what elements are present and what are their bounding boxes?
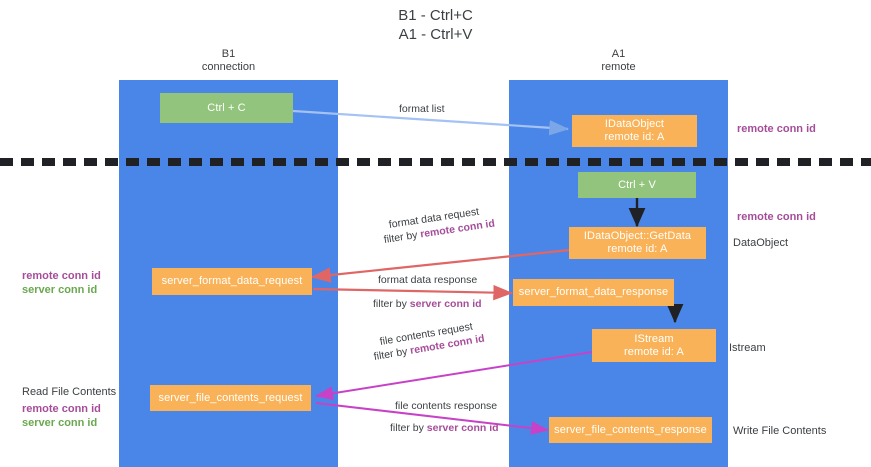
- filter-prefix: filter by: [373, 298, 410, 310]
- box-istream[interactable]: IStream remote id: A: [592, 329, 716, 362]
- caption-format-data-response-filter: filter by server conn id: [373, 298, 482, 311]
- filter-prefix: filter by: [383, 228, 422, 246]
- caption-format-data-response: format data response: [378, 274, 478, 286]
- page-title: B1 - Ctrl+C A1 - Ctrl+V: [398, 7, 473, 43]
- box-idataobject-getdata[interactable]: IDataObject::GetData remote id: A: [569, 227, 706, 259]
- box-idataobject[interactable]: IDataObject remote id: A: [572, 115, 697, 147]
- label-right-remote-conn-id-top: remote conn id: [737, 123, 816, 135]
- box-ctrl-v[interactable]: Ctrl + V: [578, 172, 696, 198]
- section-separator: [0, 158, 871, 166]
- column-header-a1: A1 remote: [601, 48, 636, 73]
- filter-prefix: filter by: [372, 345, 412, 363]
- label-right-remote-conn-id-mid: remote conn id: [737, 211, 816, 223]
- label-right-istream: Istream: [729, 342, 766, 354]
- label-right-dataobject: DataObject: [733, 237, 789, 249]
- box-server-format-data-request[interactable]: server_format_data_request: [152, 268, 312, 295]
- caption-format-list: format list: [399, 103, 445, 115]
- caption-file-contents-response: file contents response: [395, 400, 498, 412]
- label-left-remote-conn-id-2: remote conn id: [22, 403, 101, 415]
- label-left-remote-conn-id: remote conn id: [22, 270, 101, 282]
- box-server-file-contents-response[interactable]: server_file_contents_response: [549, 417, 712, 443]
- filter-key-server-conn-id: server conn id: [409, 298, 482, 310]
- box-server-format-data-response[interactable]: server_format_data_response: [513, 279, 674, 306]
- filter-prefix: filter by: [390, 422, 427, 434]
- label-right-write-file-contents: Write File Contents: [733, 425, 827, 437]
- label-left-read-file-contents: Read File Contents: [22, 386, 117, 398]
- box-server-file-contents-request[interactable]: server_file_contents_request: [150, 385, 311, 411]
- column-header-b1: B1 connection: [201, 48, 256, 73]
- label-left-server-conn-id-2: server conn id: [22, 417, 98, 429]
- caption-file-contents-response-filter: filter by server conn id: [390, 422, 499, 435]
- filter-key-server-conn-id: server conn id: [426, 422, 499, 434]
- box-ctrl-c[interactable]: Ctrl + C: [160, 93, 293, 123]
- label-left-server-conn-id: server conn id: [22, 284, 98, 296]
- arrow-format-data-response: [312, 284, 514, 301]
